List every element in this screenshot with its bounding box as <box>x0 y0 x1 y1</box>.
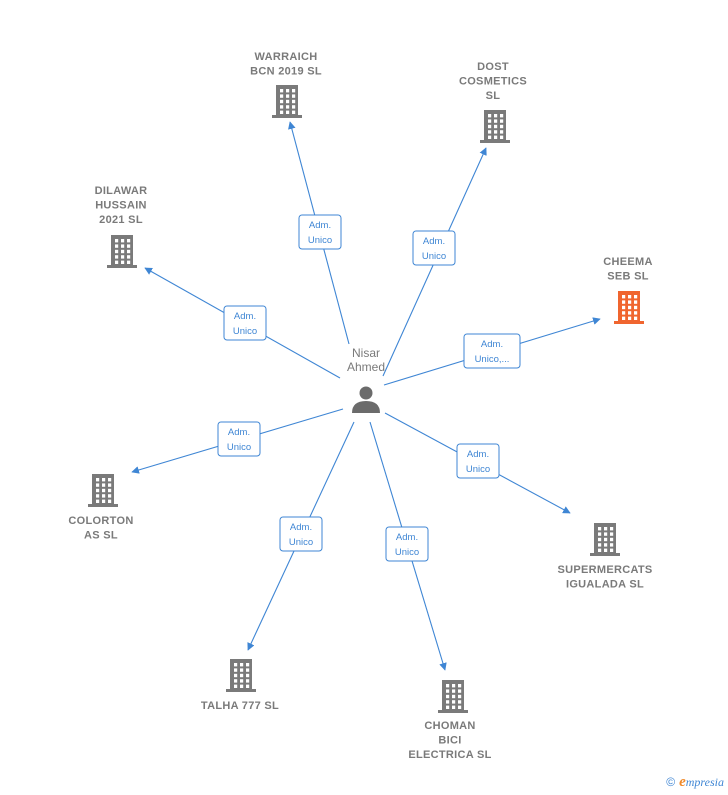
company-node-warraich[interactable]: WARRAICH BCN 2019 SL <box>250 51 322 118</box>
company-node-colorton[interactable]: COLORTON AS SL <box>68 474 133 542</box>
role-text: Unico <box>308 235 332 246</box>
role-box-cheema[interactable]: Adm. Unico,... <box>463 333 521 369</box>
company-name-line: BICI <box>438 735 461 747</box>
company-name-line: SUPERMERCATS <box>557 564 652 576</box>
company-node-dilawar[interactable]: DILAWAR HUSSAIN 2021 SL <box>95 185 148 268</box>
brand-name: mpresia <box>685 775 724 789</box>
role-text: Unico <box>466 464 490 475</box>
company-name-line: SL <box>486 90 501 102</box>
role-text: Adm. <box>396 532 418 543</box>
company-name-line: HUSSAIN <box>95 200 147 212</box>
brand-logo-initial: e <box>679 774 686 790</box>
company-name-line: BCN 2019 SL <box>250 66 322 78</box>
person-icon <box>352 386 380 413</box>
person-name-line: Ahmed <box>347 360 385 374</box>
role-box-talha[interactable]: Adm. Unico <box>279 516 323 552</box>
role-text: Unico <box>233 326 257 337</box>
building-icon[interactable] <box>480 110 510 143</box>
company-name-line: DILAWAR <box>95 185 148 197</box>
company-name-line: COSMETICS <box>459 76 527 88</box>
footer-brand: ©empresia <box>666 774 724 791</box>
company-name-line: COLORTON <box>68 515 133 527</box>
company-name-line: ELECTRICA SL <box>408 749 491 761</box>
role-text: Adm. <box>228 427 250 438</box>
company-name-line: IGUALADA SL <box>566 579 644 591</box>
role-box-dilawar[interactable]: Adm. Unico <box>223 305 267 341</box>
building-icon[interactable] <box>88 474 118 507</box>
person-name-line: Nisar <box>352 346 380 360</box>
company-node-cheema[interactable]: CHEEMA SEB SL <box>603 256 652 324</box>
role-text: Unico,... <box>475 354 510 365</box>
role-text: Unico <box>395 547 419 558</box>
role-text: Unico <box>227 442 251 453</box>
company-name-line: SEB SL <box>607 271 649 283</box>
company-node-dost[interactable]: DOST COSMETICS SL <box>459 61 527 143</box>
building-icon[interactable] <box>614 291 644 324</box>
role-box-dost[interactable]: Adm. Unico <box>412 230 456 266</box>
company-name-line: CHOMAN <box>424 720 475 732</box>
building-icon[interactable] <box>590 523 620 556</box>
role-text: Adm. <box>481 339 503 350</box>
company-name-line: WARRAICH <box>255 51 318 63</box>
building-icon[interactable] <box>107 235 137 268</box>
role-text: Adm. <box>467 449 489 460</box>
building-icon[interactable] <box>272 85 302 118</box>
building-icon[interactable] <box>226 659 256 692</box>
copyright-icon: © <box>666 775 676 789</box>
company-name-line: 2021 SL <box>99 214 143 226</box>
role-box-warraich[interactable]: Adm. Unico <box>298 214 342 250</box>
role-box-choman[interactable]: Adm. Unico <box>385 526 429 562</box>
company-name-line: CHEEMA <box>603 256 652 268</box>
company-node-supermercats[interactable]: SUPERMERCATS IGUALADA SL <box>557 523 652 591</box>
role-text: Adm. <box>234 311 256 322</box>
role-box-colorton[interactable]: Adm. Unico <box>217 421 261 457</box>
company-name-line: DOST <box>477 61 509 73</box>
company-node-choman[interactable]: CHOMAN BICI ELECTRICA SL <box>408 680 491 761</box>
role-text: Unico <box>422 251 446 262</box>
company-name-line: AS SL <box>84 530 118 542</box>
company-node-talha[interactable]: TALHA 777 SL <box>201 659 279 712</box>
role-text: Adm. <box>309 220 331 231</box>
company-name-line: TALHA 777 SL <box>201 700 279 712</box>
building-icon[interactable] <box>438 680 468 713</box>
role-box-supermercats[interactable]: Adm. Unico <box>456 443 500 479</box>
role-text: Adm. <box>423 236 445 247</box>
role-text: Adm. <box>290 522 312 533</box>
role-text: Unico <box>289 537 313 548</box>
